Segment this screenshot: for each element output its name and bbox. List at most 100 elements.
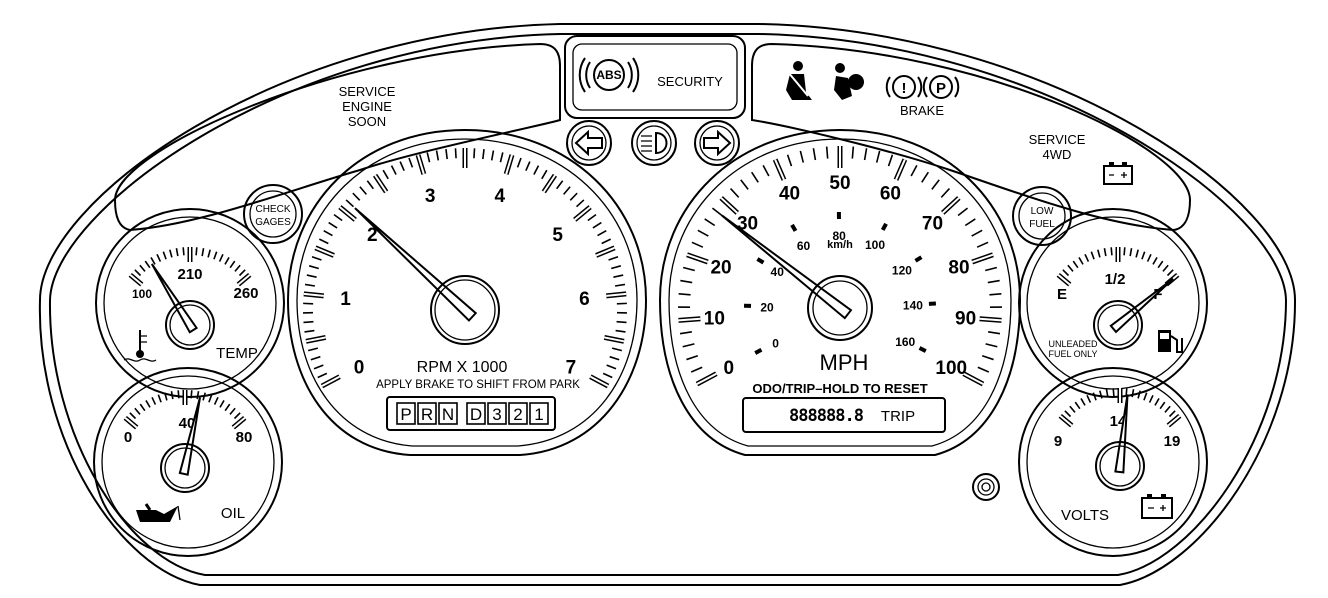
speedo-needle <box>721 214 853 320</box>
temp-label-mid: 210 <box>177 266 202 283</box>
speedo-tick <box>697 229 709 237</box>
tach-tick-inner <box>303 292 324 297</box>
fuel-tick <box>1084 253 1090 262</box>
speedo-tick <box>931 179 940 190</box>
speedo-tick-inner <box>686 253 709 263</box>
airbag-icon <box>834 63 864 100</box>
tach-tick <box>306 274 317 278</box>
speedo-tick <box>751 171 759 183</box>
tach-tick <box>563 186 571 195</box>
speedo-tick <box>985 266 998 272</box>
tach-tick <box>499 152 504 163</box>
speedo-tick <box>887 154 894 167</box>
prndl-cell <box>487 402 507 425</box>
kmh-tick <box>754 348 763 355</box>
volts-tick <box>1125 388 1128 397</box>
volts-tick <box>1092 392 1097 401</box>
speedo-tick <box>762 165 770 177</box>
tach-tick <box>473 148 476 159</box>
prndl-cell <box>508 402 528 425</box>
fuel-tick <box>1097 249 1101 258</box>
tach-tick <box>382 169 389 180</box>
tach-tick <box>352 192 361 201</box>
fuel-needle <box>1109 277 1174 334</box>
oil-gauge: 0 40 80 OIL <box>93 367 283 557</box>
fuel-tick <box>1166 269 1174 277</box>
volts-label-high: 19 <box>1164 433 1181 450</box>
fuel-tick <box>1090 251 1095 260</box>
speedo-tick <box>730 187 740 198</box>
parking-p-glyph: P <box>936 80 946 97</box>
speedo-tick <box>682 266 695 272</box>
tach-tick <box>602 372 613 379</box>
prndl-letter: 3 <box>492 405 501 424</box>
tach-tick <box>308 265 319 270</box>
tach-tick <box>313 364 324 370</box>
speedo-tick-inner <box>678 317 701 322</box>
tach-tick <box>304 283 316 287</box>
security-label: SECURITY <box>657 74 723 89</box>
oil-tick <box>190 390 193 399</box>
trip-label: TRIP <box>881 408 915 425</box>
speedo-tick-inner <box>774 159 785 181</box>
tach-tick <box>613 274 624 278</box>
bezel-inner <box>48 33 1288 576</box>
oil-tick <box>157 394 162 403</box>
tach-label: 0 <box>354 357 365 378</box>
temp-hub-ring <box>169 304 211 346</box>
tach-tick <box>482 149 485 160</box>
volts-tick <box>1064 410 1072 418</box>
speedo-tick <box>863 148 868 161</box>
temp-tick <box>144 260 151 269</box>
oil-label-low: 0 <box>124 429 132 446</box>
abs-icon: ABS <box>578 57 640 93</box>
kmh-tick <box>918 346 927 353</box>
tach-tick <box>616 320 627 324</box>
tach-tick <box>615 329 626 333</box>
volts-tick <box>1112 388 1115 397</box>
tach-hub <box>430 275 500 345</box>
tach-tick <box>569 192 578 201</box>
oil-tick <box>134 407 141 415</box>
tach-tick <box>310 355 321 361</box>
tach-tick <box>317 372 328 379</box>
speedo-kmh-label: 160 <box>895 335 915 349</box>
volts-tick <box>1074 401 1081 410</box>
oil-tick <box>164 392 168 401</box>
temp-tick <box>207 249 211 258</box>
tach-tick <box>345 199 355 208</box>
speedo-kmh-label: 0 <box>772 336 779 350</box>
tach-tick-inner <box>374 174 388 193</box>
tach-tick-inner <box>604 336 625 343</box>
volts-tick <box>1105 389 1109 398</box>
trip-reset-knob[interactable] <box>972 473 1000 501</box>
tach-tick <box>601 238 612 245</box>
kmh-unit: km/h <box>827 239 853 251</box>
oil-label-high: 80 <box>236 429 253 446</box>
tach-tick <box>328 221 338 229</box>
tach-tick <box>303 320 314 324</box>
tach-tick-inner <box>505 154 513 175</box>
fuel-tick <box>1146 253 1152 262</box>
tach-tick <box>426 152 431 163</box>
speedo-tick <box>875 150 881 163</box>
speedo-tick <box>691 241 704 248</box>
tach-tick <box>445 149 448 160</box>
odo-caption: ODO/TRIP–HOLD TO RESET <box>752 381 927 396</box>
speedo-mph-label: 50 <box>829 173 850 194</box>
oil-hub <box>160 443 210 493</box>
temp-tick <box>238 269 246 277</box>
low-fuel-line-1: LOW <box>1031 206 1054 217</box>
fuel-tick <box>1067 264 1074 272</box>
volts-tick <box>1154 398 1160 406</box>
tach-tick-inner <box>339 206 356 221</box>
fuel-tick <box>1135 249 1139 258</box>
fuel-tick <box>1141 251 1146 260</box>
tach-label: 1 <box>340 289 351 310</box>
tach-tick <box>606 364 617 370</box>
oil-tick <box>129 412 137 420</box>
speedo-tick <box>985 343 998 348</box>
prndl-cell <box>417 402 437 425</box>
volts-tick <box>1080 398 1086 406</box>
